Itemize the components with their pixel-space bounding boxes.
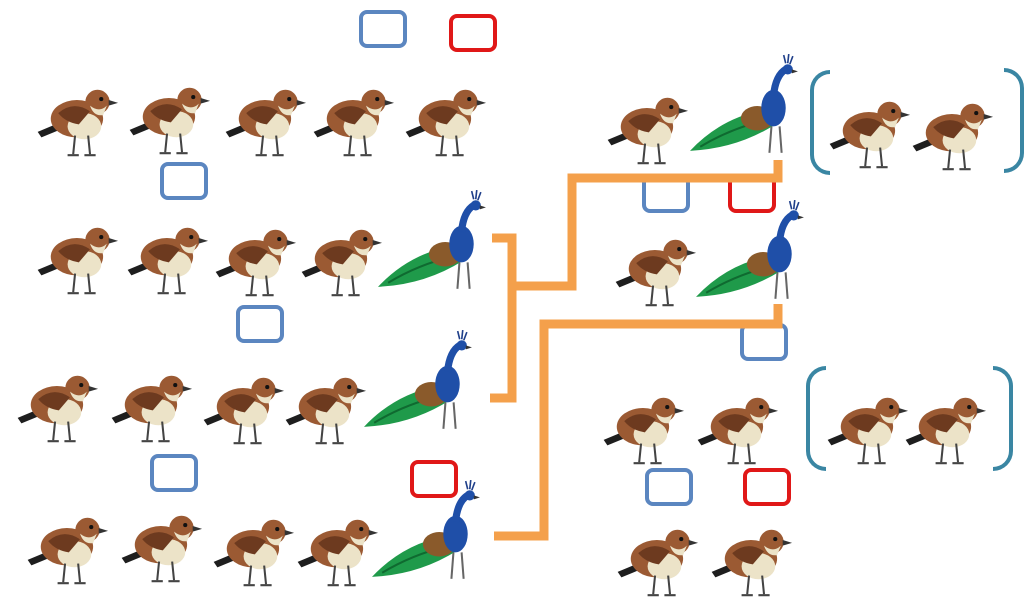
sparrow-icon bbox=[829, 101, 911, 169]
sparrow-icon bbox=[213, 519, 295, 587]
sparrow-icon bbox=[905, 397, 987, 465]
sparrow-icon bbox=[121, 515, 203, 583]
sparrow-icon bbox=[615, 239, 697, 307]
sparrow-icon bbox=[297, 519, 379, 587]
connector-line bbox=[512, 160, 783, 291]
sparrow-icon bbox=[711, 529, 793, 597]
peacock-icon bbox=[696, 200, 804, 299]
sparrow-icon bbox=[313, 89, 395, 157]
sparrow-icon bbox=[603, 397, 685, 465]
sparrow-icon bbox=[27, 517, 109, 585]
sparrow-icon bbox=[111, 375, 193, 443]
peacock-icon bbox=[690, 54, 798, 153]
sparrow-icon bbox=[215, 229, 297, 297]
sparrow-icon bbox=[285, 377, 367, 445]
answer-box-red[interactable] bbox=[449, 14, 497, 52]
sparrow-icon bbox=[37, 89, 119, 157]
sparrow-icon bbox=[827, 397, 909, 465]
answer-box-red[interactable] bbox=[410, 460, 458, 498]
sparrow-icon bbox=[37, 227, 119, 295]
peacock-icon bbox=[364, 330, 472, 429]
peacock-icon bbox=[372, 480, 480, 579]
sparrow-icon bbox=[301, 229, 383, 297]
sparrow-icon bbox=[697, 397, 779, 465]
sparrow-icon bbox=[912, 103, 994, 171]
answer-box-red[interactable] bbox=[743, 468, 791, 506]
sparrow-icon bbox=[607, 97, 689, 165]
sparrow-icon bbox=[127, 227, 209, 295]
sparrow-icon bbox=[17, 375, 99, 443]
answer-box-blue[interactable] bbox=[236, 305, 284, 343]
answer-box-blue[interactable] bbox=[359, 10, 407, 48]
sparrow-icon bbox=[129, 87, 211, 155]
sparrow-icon bbox=[405, 89, 487, 157]
sparrow-icon bbox=[203, 377, 285, 445]
answer-box-blue[interactable] bbox=[150, 454, 198, 492]
sparrow-icon bbox=[225, 89, 307, 157]
answer-box-blue[interactable] bbox=[160, 162, 208, 200]
connector-line bbox=[494, 304, 783, 541]
peacock-icon bbox=[378, 190, 486, 289]
sparrow-icon bbox=[617, 529, 699, 597]
connector-line bbox=[490, 233, 517, 403]
answer-box-blue[interactable] bbox=[645, 468, 693, 506]
